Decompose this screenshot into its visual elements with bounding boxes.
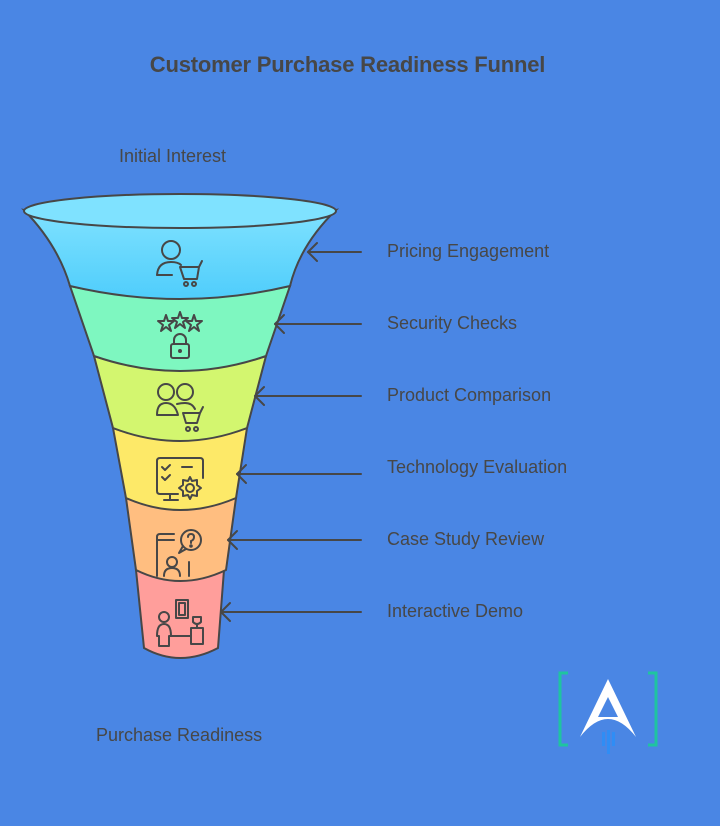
stage-label-case-study-review: Case Study Review [387, 529, 545, 549]
stage-label-security-checks: Security Checks [387, 313, 518, 333]
arrow-technology-evaluation [236, 464, 362, 484]
funnel-rim [23, 193, 337, 229]
stage-label-pricing-engagement: Pricing Engagement [387, 241, 550, 261]
stars-lock-icon [157, 311, 203, 359]
brand-logo-icon [558, 671, 658, 754]
stage-label-interactive-demo: Interactive Demo [387, 601, 524, 621]
user-cart-icon [156, 240, 203, 287]
person-demo-icon [156, 599, 204, 647]
funnel-top-label: Initial Interest [119, 146, 227, 166]
funnel-bottom-label: Purchase Readiness [96, 725, 263, 745]
users-cart-icon [156, 383, 204, 432]
arrow-product-comparison [254, 386, 362, 406]
stage-label-product-comparison: Product Comparison [387, 385, 552, 405]
page-title: Customer Purchase Readiness Funnel [149, 52, 546, 77]
arrow-pricing-engagement [307, 242, 362, 262]
arrow-security-checks [274, 314, 362, 334]
phone-question-person-icon [156, 529, 202, 577]
arrow-interactive-demo [220, 602, 362, 622]
stage-label-technology-evaluation: Technology Evaluation [387, 457, 568, 477]
monitor-checklist-gear-icon [156, 457, 204, 501]
arrow-case-study-review [227, 530, 362, 550]
